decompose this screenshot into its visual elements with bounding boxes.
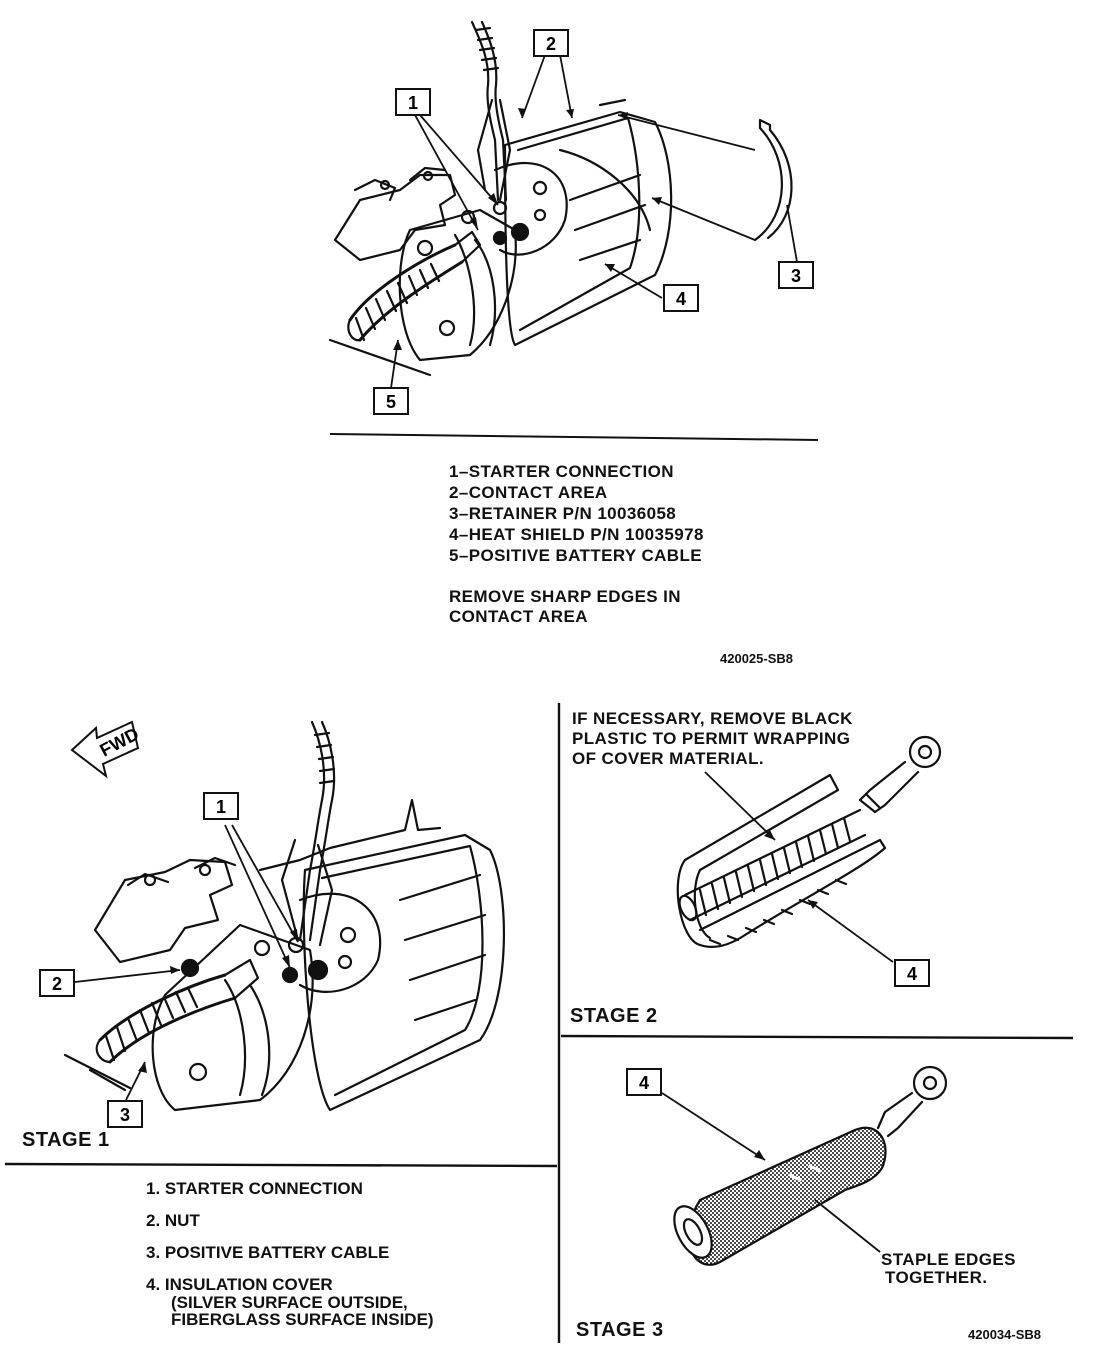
top-legend-item-3: 3–RETAINER P/N 10036058 (449, 504, 677, 523)
stage3-leader-lines (661, 1092, 881, 1253)
stage3-note: STAPLE EDGES TOGETHER. (881, 1251, 1016, 1287)
top-starter-illustration (328, 20, 793, 377)
top-callout-2: 2 (546, 34, 556, 54)
top-legend-item-4: 4–HEAT SHIELD P/N 10035978 (449, 525, 704, 544)
fwd-label: FWD (96, 724, 142, 761)
stage2-leader-lines (704, 771, 894, 963)
stage3-arrowheads (754, 1150, 765, 1160)
bottom-legend-item-4-detail-2: FIBERGLASS SURFACE INSIDE) (171, 1310, 434, 1329)
top-legend: 1–STARTER CONNECTION 2–CONTACT AREA 3–RE… (449, 462, 704, 567)
stage2-cable-illustration (676, 735, 942, 949)
bottom-legend-item-2: 2. NUT (146, 1211, 200, 1230)
stage1-callout-3: 3 (120, 1105, 130, 1125)
top-note: REMOVE SHARP EDGES IN CONTACT AREA (449, 587, 681, 627)
stage3-title: STAGE 3 (576, 1319, 664, 1341)
stage1-arrowheads (138, 929, 298, 1073)
stage3-cable-illustration (673, 1065, 948, 1266)
top-note-line-1: REMOVE SHARP EDGES IN (449, 587, 681, 606)
stage1-callout-1: 1 (216, 797, 226, 817)
stage2-note-line-2: PLASTIC TO PERMIT WRAPPING (572, 729, 851, 748)
top-callout-1: 1 (408, 93, 418, 113)
stage3-callout-box (626, 1068, 662, 1096)
top-divider-line (329, 433, 819, 441)
stage1-callout-boxes (39, 792, 239, 1128)
bottom-legend-item-1: 1. STARTER CONNECTION (146, 1179, 363, 1198)
stage3-note-line-1: STAPLE EDGES (881, 1250, 1016, 1269)
section-frame-lines (4, 703, 1074, 1343)
top-legend-item-2: 2–CONTACT AREA (449, 483, 608, 502)
stage2-callout-4: 4 (907, 964, 917, 984)
top-note-line-2: CONTACT AREA (449, 607, 588, 626)
top-leader-lines (390, 54, 798, 389)
stage2-note-line-1: IF NECESSARY, REMOVE BLACK (572, 709, 853, 728)
stage1-title: STAGE 1 (22, 1129, 110, 1151)
stage1-starter-illustration (63, 720, 506, 1112)
stage3-note-line-2: TOGETHER. (885, 1268, 988, 1287)
bottom-figure-code: 420034-SB8 (968, 1327, 1041, 1342)
top-legend-item-1: 1–STARTER CONNECTION (449, 462, 674, 481)
stage2-note-line-3: OF COVER MATERIAL. (572, 749, 764, 768)
stage2-callout-box (894, 959, 930, 987)
stage2-arrowheads (764, 830, 818, 909)
top-callout-3: 3 (791, 266, 801, 286)
bottom-legend-item-3: 3. POSITIVE BATTERY CABLE (146, 1243, 390, 1262)
top-callout-boxes (373, 29, 814, 415)
stage2-note: IF NECESSARY, REMOVE BLACK PLASTIC TO PE… (572, 709, 853, 769)
stage2-title: STAGE 2 (570, 1005, 658, 1027)
fwd-arrow (70, 720, 140, 779)
top-callout-4: 4 (676, 289, 686, 309)
top-callout-5: 5 (386, 392, 396, 412)
stage1-callout-2: 2 (52, 974, 62, 994)
stage3-callout-4: 4 (639, 1073, 649, 1093)
top-figure-code: 420025-SB8 (720, 651, 793, 666)
top-arrowheads (393, 108, 662, 350)
bottom-legend-item-4: 4. INSULATION COVER (146, 1275, 333, 1294)
bottom-legend-item-4-detail-1: (SILVER SURFACE OUTSIDE, (171, 1293, 408, 1312)
top-legend-item-5: 5–POSITIVE BATTERY CABLE (449, 546, 702, 565)
bottom-legend: 1. STARTER CONNECTION 2. NUT 3. POSITIVE… (146, 1179, 434, 1329)
